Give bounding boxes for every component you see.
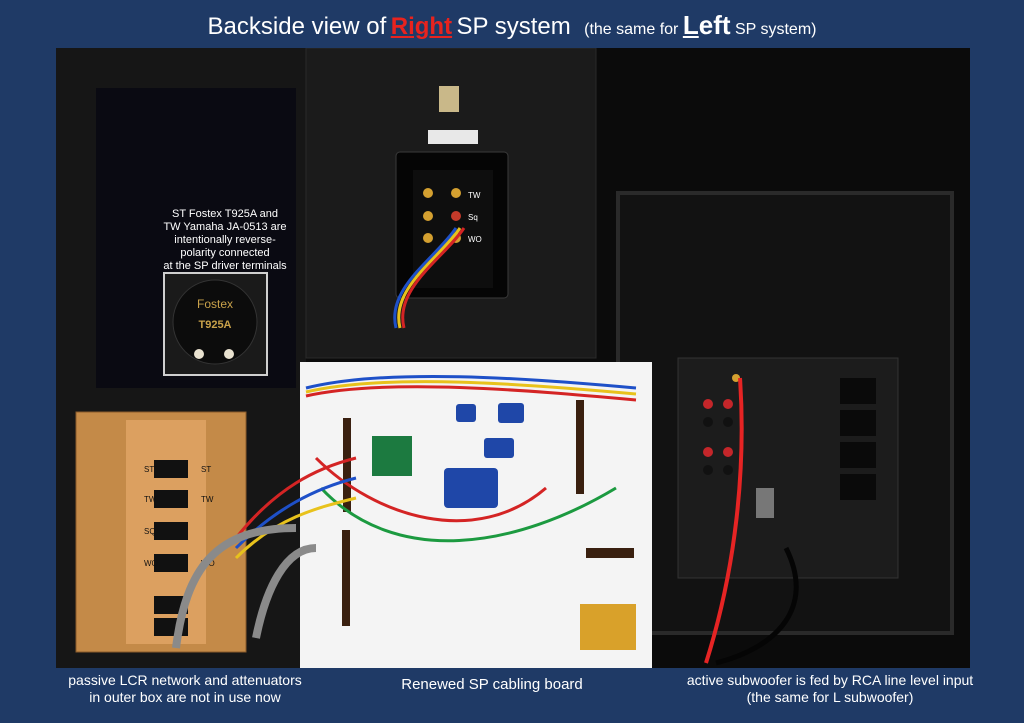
speaker-cabinet: TW Sq WO xyxy=(305,48,597,359)
svg-text:Fostex: Fostex xyxy=(197,297,233,311)
title-prefix: Backside view of xyxy=(207,13,387,40)
speaker-system-photo: TW Sq WO xyxy=(56,48,970,668)
page-title: Backside view of Right SP system (the sa… xyxy=(0,10,1024,41)
svg-text:TW: TW xyxy=(468,191,481,200)
title-left-word: Left xyxy=(682,10,731,40)
wire-bundle xyxy=(172,227,637,649)
title-paren-open: (the same for xyxy=(584,21,679,38)
svg-text:ST: ST xyxy=(201,465,211,474)
svg-text:T925A: T925A xyxy=(198,319,231,331)
polarity-note: ST Fostex T925A and TW Yamaha JA-0513 ar… xyxy=(163,208,287,272)
caption-center: Renewed SP cabling board xyxy=(401,676,583,693)
crossover-components xyxy=(372,403,636,650)
svg-text:ST: ST xyxy=(144,465,154,474)
cabinet-label xyxy=(439,86,459,112)
passive-network-box: ST ST TW TW SQ WO WO xyxy=(75,411,247,653)
subwoofer-cabinet xyxy=(616,191,954,666)
caption-left: passive LCR network and attenuators in o… xyxy=(68,672,302,705)
photo-illustration: TW Sq WO xyxy=(56,48,970,668)
svg-text:TW: TW xyxy=(201,495,214,504)
svg-text:SQ: SQ xyxy=(144,527,156,536)
tweeter-inset-photo: Fostex T925A xyxy=(163,272,268,376)
caption-right: active subwoofer is fed by RCA line leve… xyxy=(686,672,974,705)
svg-text:WO: WO xyxy=(144,559,158,568)
svg-text:WO: WO xyxy=(468,235,482,244)
title-right-word: Right xyxy=(390,13,453,40)
cabling-board xyxy=(172,227,652,668)
title-paren-close: SP system) xyxy=(734,21,817,38)
terminal-strips xyxy=(342,400,634,626)
svg-text:TW: TW xyxy=(144,495,157,504)
title-middle: SP system xyxy=(456,13,571,40)
svg-text:Sq: Sq xyxy=(468,213,478,222)
